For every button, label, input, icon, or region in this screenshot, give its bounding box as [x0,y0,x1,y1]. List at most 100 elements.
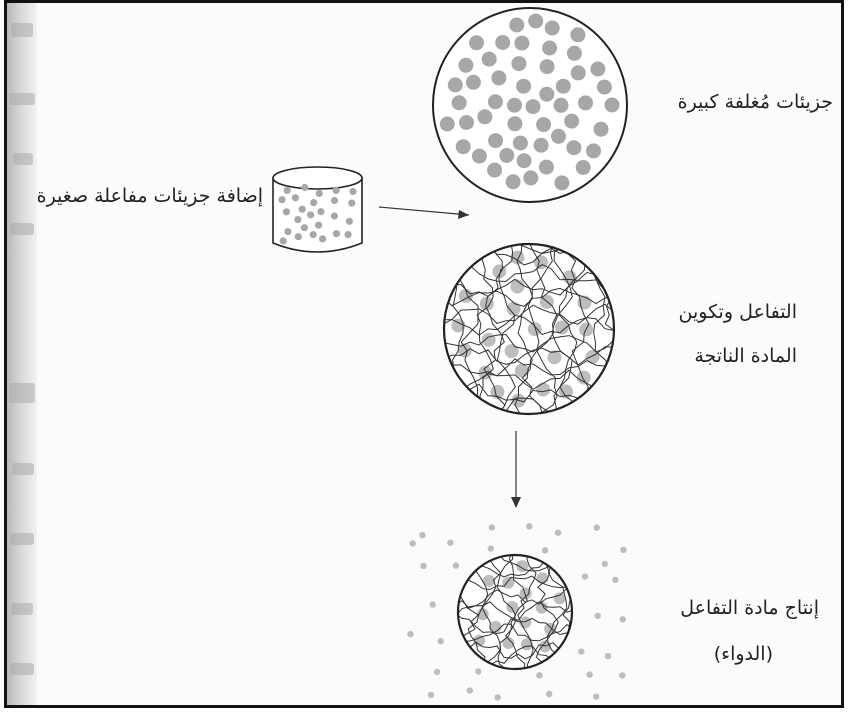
reactant-dot [299,206,306,213]
label-reaction-line2: المادة الناتجة [637,345,797,367]
particle-dot [605,653,611,659]
particle-dot [536,672,542,678]
molecule-dot [472,149,487,164]
reactant-dot [301,184,308,191]
particle-dot [475,668,481,674]
molecule-dot [502,577,514,589]
label-add-reactants: إضافة جزيئات مفاعلة صغيرة [7,185,263,207]
particle-dot [488,545,494,551]
diagram-frame: جزيئات مُغلفة كبيرة إضافة جزيئات مفاعلة … [4,0,844,708]
particle-dot [430,601,436,607]
molecule-dot [506,601,518,613]
label-product-line2: (الدواء) [653,643,773,665]
beaker-icon [273,167,362,252]
molecule-dot [509,18,524,33]
particle-dot [434,669,440,675]
reactant-dot [315,222,322,229]
molecule-dot [517,153,532,168]
molecule-dot [576,160,591,175]
molecule-dot [511,56,526,71]
particle-dot [546,691,552,697]
particle-dot [542,547,548,553]
reactant-dot [331,212,338,219]
molecule-dot [499,148,514,163]
molecule-dot [515,364,529,378]
molecule-dot [548,350,562,364]
molecule-dot [539,160,554,175]
molecule-dot [540,59,555,74]
reactant-dot [307,211,314,218]
molecule-dot [488,94,503,109]
molecule-dot [567,46,582,61]
label-product-line1: إنتاج مادة التفاعل [619,597,819,619]
particle-dot [447,540,453,546]
particle-dot [578,648,584,654]
molecule-dot [566,140,581,155]
molecule-dot [594,122,609,137]
molecule-dot [554,592,566,604]
molecule-dot [495,35,510,50]
molecule-dot [564,114,579,129]
molecule-dot [456,139,471,154]
molecule-dot [554,98,569,113]
molecule-dot [477,109,492,124]
reactant-dot [280,237,287,244]
reactant-dot [333,187,340,194]
molecule-dot [505,344,519,358]
particle-dot [582,573,588,579]
molecule-dot [487,163,502,178]
reactant-dot [319,235,326,242]
reactant-dot [292,194,299,201]
reactant-dot [294,216,301,223]
reactant-dot [317,208,324,215]
particle-dot [619,672,625,678]
particle-dot [602,561,608,567]
reactant-dot [348,200,355,207]
particle-dot [593,694,599,700]
molecule-dot [469,35,484,50]
molecule-dot [528,322,542,336]
molecule-dot [536,572,548,584]
reactant-dot [345,231,352,238]
reactant-dot [310,231,317,238]
reactant-dot [284,228,291,235]
large-molecules-circle [433,8,627,202]
molecule-dot [586,350,600,364]
molecule-dot [466,75,481,90]
molecule-dot [586,143,601,158]
molecule-dot [590,62,605,77]
molecule-dot [545,21,560,36]
reaction-circle [434,234,623,423]
molecule-dot [488,133,503,148]
molecule-dot [440,117,455,132]
particle-dot [410,540,416,546]
molecule-dot [571,65,586,80]
particle-dot [428,692,434,698]
particle-dot [555,530,561,536]
molecule-dot [526,99,541,114]
particle-dot [467,687,473,693]
particle-dot [489,524,495,530]
molecule-dot [507,98,522,113]
molecule-dot [482,333,496,347]
molecule-dot [491,70,506,85]
molecule-dot [482,52,497,67]
arrow-icon [379,207,469,219]
particle-dot [526,523,532,529]
particle-dot [495,694,501,700]
molecule-dot [536,383,550,397]
molecule-dot [448,77,463,92]
reactant-dot [346,218,353,225]
reactant-dot [310,199,317,206]
molecule-dot [507,116,522,131]
reactant-dot [349,188,356,195]
molecule-dot [513,136,528,151]
molecule-dot [459,115,474,130]
particle-dot [594,524,600,530]
molecule-dot [458,58,473,73]
molecule-dot [536,117,551,132]
particle-dot [586,671,592,677]
molecule-dot [514,36,529,51]
particle-dot [620,547,626,553]
molecule-dot [554,175,569,190]
